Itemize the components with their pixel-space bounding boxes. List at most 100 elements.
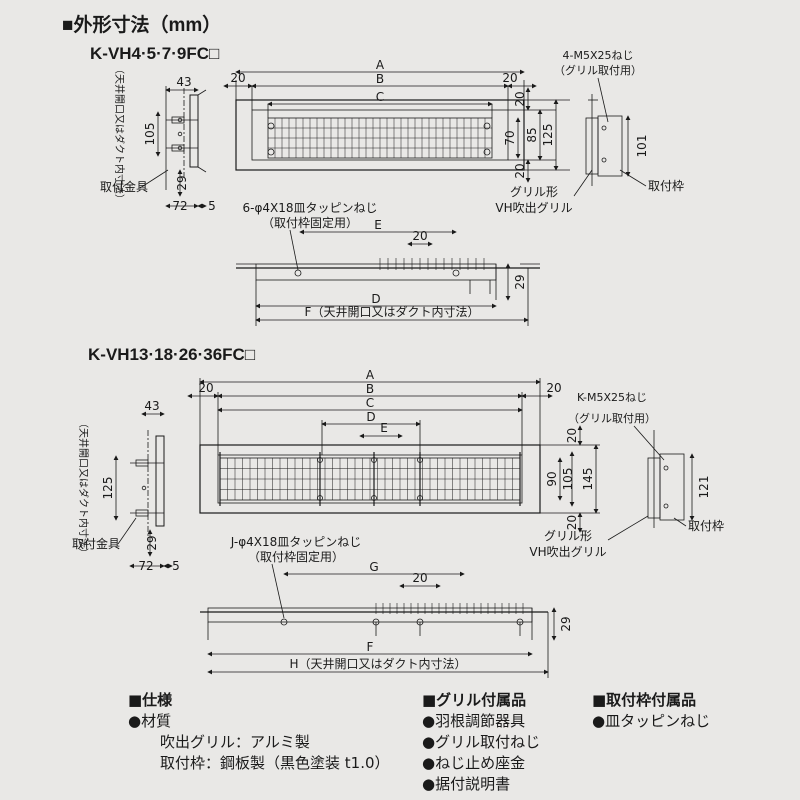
leader-line (139, 169, 169, 189)
dimension-label: C (376, 90, 384, 104)
screw-mark (177, 131, 183, 137)
dimension-label: 101 (635, 135, 649, 158)
grille-label: グリル形 (544, 529, 592, 543)
page-title: ■外形寸法（mm） (62, 15, 222, 36)
screw-sub: （グリル取付用） (554, 63, 642, 77)
dimension-label: 72 (138, 559, 153, 573)
grille-label: VH吹出グリル (495, 201, 572, 215)
grille-screw (317, 457, 323, 463)
dimension-label: 43 (144, 399, 159, 413)
grille-screw (371, 495, 377, 501)
dimension-label: E (380, 421, 388, 435)
dimension-label: D (371, 292, 380, 306)
grille-screw (483, 122, 491, 130)
dimension-label: 90 (545, 471, 559, 486)
grille-accessories-section: ■グリル付属品 ●羽根調節器具 ●グリル取付ねじ ●ねじ止め座金 ●据付説明書 (422, 690, 540, 795)
dimension-label: 20 (502, 71, 517, 85)
leader-line (573, 169, 593, 197)
frame-section (597, 115, 623, 177)
specs-heading: ■仕様 (128, 691, 173, 709)
grille-inner-frame (251, 109, 509, 161)
leader-line (117, 517, 137, 545)
dimension-label: 20 (546, 381, 561, 395)
dimension-label: 105 (143, 123, 157, 146)
specs-frame-material: 取付枠：鋼板製（黒色塗装 t1.0） (160, 754, 390, 772)
dimension-label: 70 (503, 130, 517, 145)
leader-line (619, 169, 647, 187)
grille-screw (417, 495, 423, 501)
dimension-label: B (376, 72, 384, 86)
frame-flange (197, 166, 207, 173)
screw-mark (177, 117, 183, 123)
frame-accessories-section: ■取付枠付属品 ●皿タッピンねじ (592, 690, 710, 732)
grille-label: グリル形 (510, 185, 558, 199)
model-2-title: K-VH13·18·26·36FC□ (88, 345, 256, 364)
dimension-label: 20 (230, 71, 245, 85)
dimension-label: 20 (412, 571, 427, 585)
dimension-label: H（天井開口又はダクト内寸法） (289, 656, 466, 671)
specs-section: ■仕様 ●材質 吹出グリル：アルミ製 取付枠：鋼板製（黒色塗装 t1.0） (128, 690, 390, 774)
frame-side-section (189, 94, 199, 168)
grille-screw (267, 122, 275, 130)
dimension-label: 20 (513, 91, 527, 106)
dimension-label: 125 (541, 124, 555, 147)
tap-screw-note: 6-φ4X18皿タッピンねじ (242, 201, 377, 215)
screw-mark (141, 485, 147, 491)
tap-screw-note: J-φ4X18皿タッピンねじ (230, 535, 361, 549)
dimension-label: 72 (172, 199, 187, 213)
grille-screw (417, 457, 423, 463)
frame-accessory-item: ●皿タッピンねじ (592, 712, 711, 730)
leader-line (673, 517, 687, 527)
leader-line (271, 563, 285, 619)
grille-label: VH吹出グリル (529, 545, 606, 559)
grille-outer-frame (199, 444, 541, 514)
bracket-label: 取付金具 (72, 536, 120, 551)
grille-inner-frame (217, 454, 523, 504)
tap-screw-sub: （取付枠固定用） (248, 549, 344, 564)
leader-line (607, 515, 649, 541)
screw-mark (452, 269, 460, 277)
leader-line (289, 229, 299, 271)
dimension-label: 20 (513, 163, 527, 178)
leader-line (597, 77, 609, 123)
dimension-label: 125 (101, 477, 115, 500)
dimension-label: 20 (198, 381, 213, 395)
dimension-label: 29 (559, 616, 573, 631)
screw-mark (294, 269, 302, 277)
specs-grille-material: 吹出グリル：アルミ製 (160, 733, 310, 751)
dimension-label: A (366, 368, 375, 382)
dimension-label: 20 (412, 229, 427, 243)
dimension-label: 85 (525, 127, 539, 142)
dimension-label: B (366, 382, 374, 396)
grille-accessory-item: ●羽根調節器具 (422, 712, 526, 730)
screw-note: 4-M5X25ねじ (563, 49, 634, 62)
bracket-label: 取付金具 (100, 179, 148, 194)
screw-mark (663, 503, 669, 509)
dimension-label: 121 (697, 476, 711, 499)
vertical-note: （天井開口又はダクト内寸法） (113, 64, 126, 204)
dimension-label: 20 (565, 428, 579, 443)
grille-accessory-item: ●グリル取付ねじ (422, 733, 541, 751)
grille-accessory-item: ●据付説明書 (422, 775, 511, 793)
grille-outer-frame (235, 99, 525, 171)
dimension-label: 29 (145, 535, 159, 550)
grille-accessories-heading: ■グリル付属品 (422, 691, 527, 709)
dimension-label: 145 (581, 468, 595, 491)
grille-screw (267, 148, 275, 156)
specs-material: ●材質 (128, 712, 172, 730)
frame-label: 取付枠 (688, 519, 724, 533)
frame-body (207, 607, 533, 623)
frame-side-section (155, 435, 165, 527)
dimension-label: F (367, 640, 374, 654)
dimension-label: D (366, 410, 375, 424)
grille-screw (371, 457, 377, 463)
dimension-label: 29 (175, 175, 189, 190)
frame-section (659, 453, 685, 521)
vertical-note: （天井開口又はダクト内寸法） (77, 418, 90, 558)
grille-screw (483, 148, 491, 156)
dimension-label: 20 (565, 515, 579, 530)
dimension-label: G (369, 560, 378, 574)
grille-accessory-item: ●ねじ止め座金 (422, 754, 526, 772)
